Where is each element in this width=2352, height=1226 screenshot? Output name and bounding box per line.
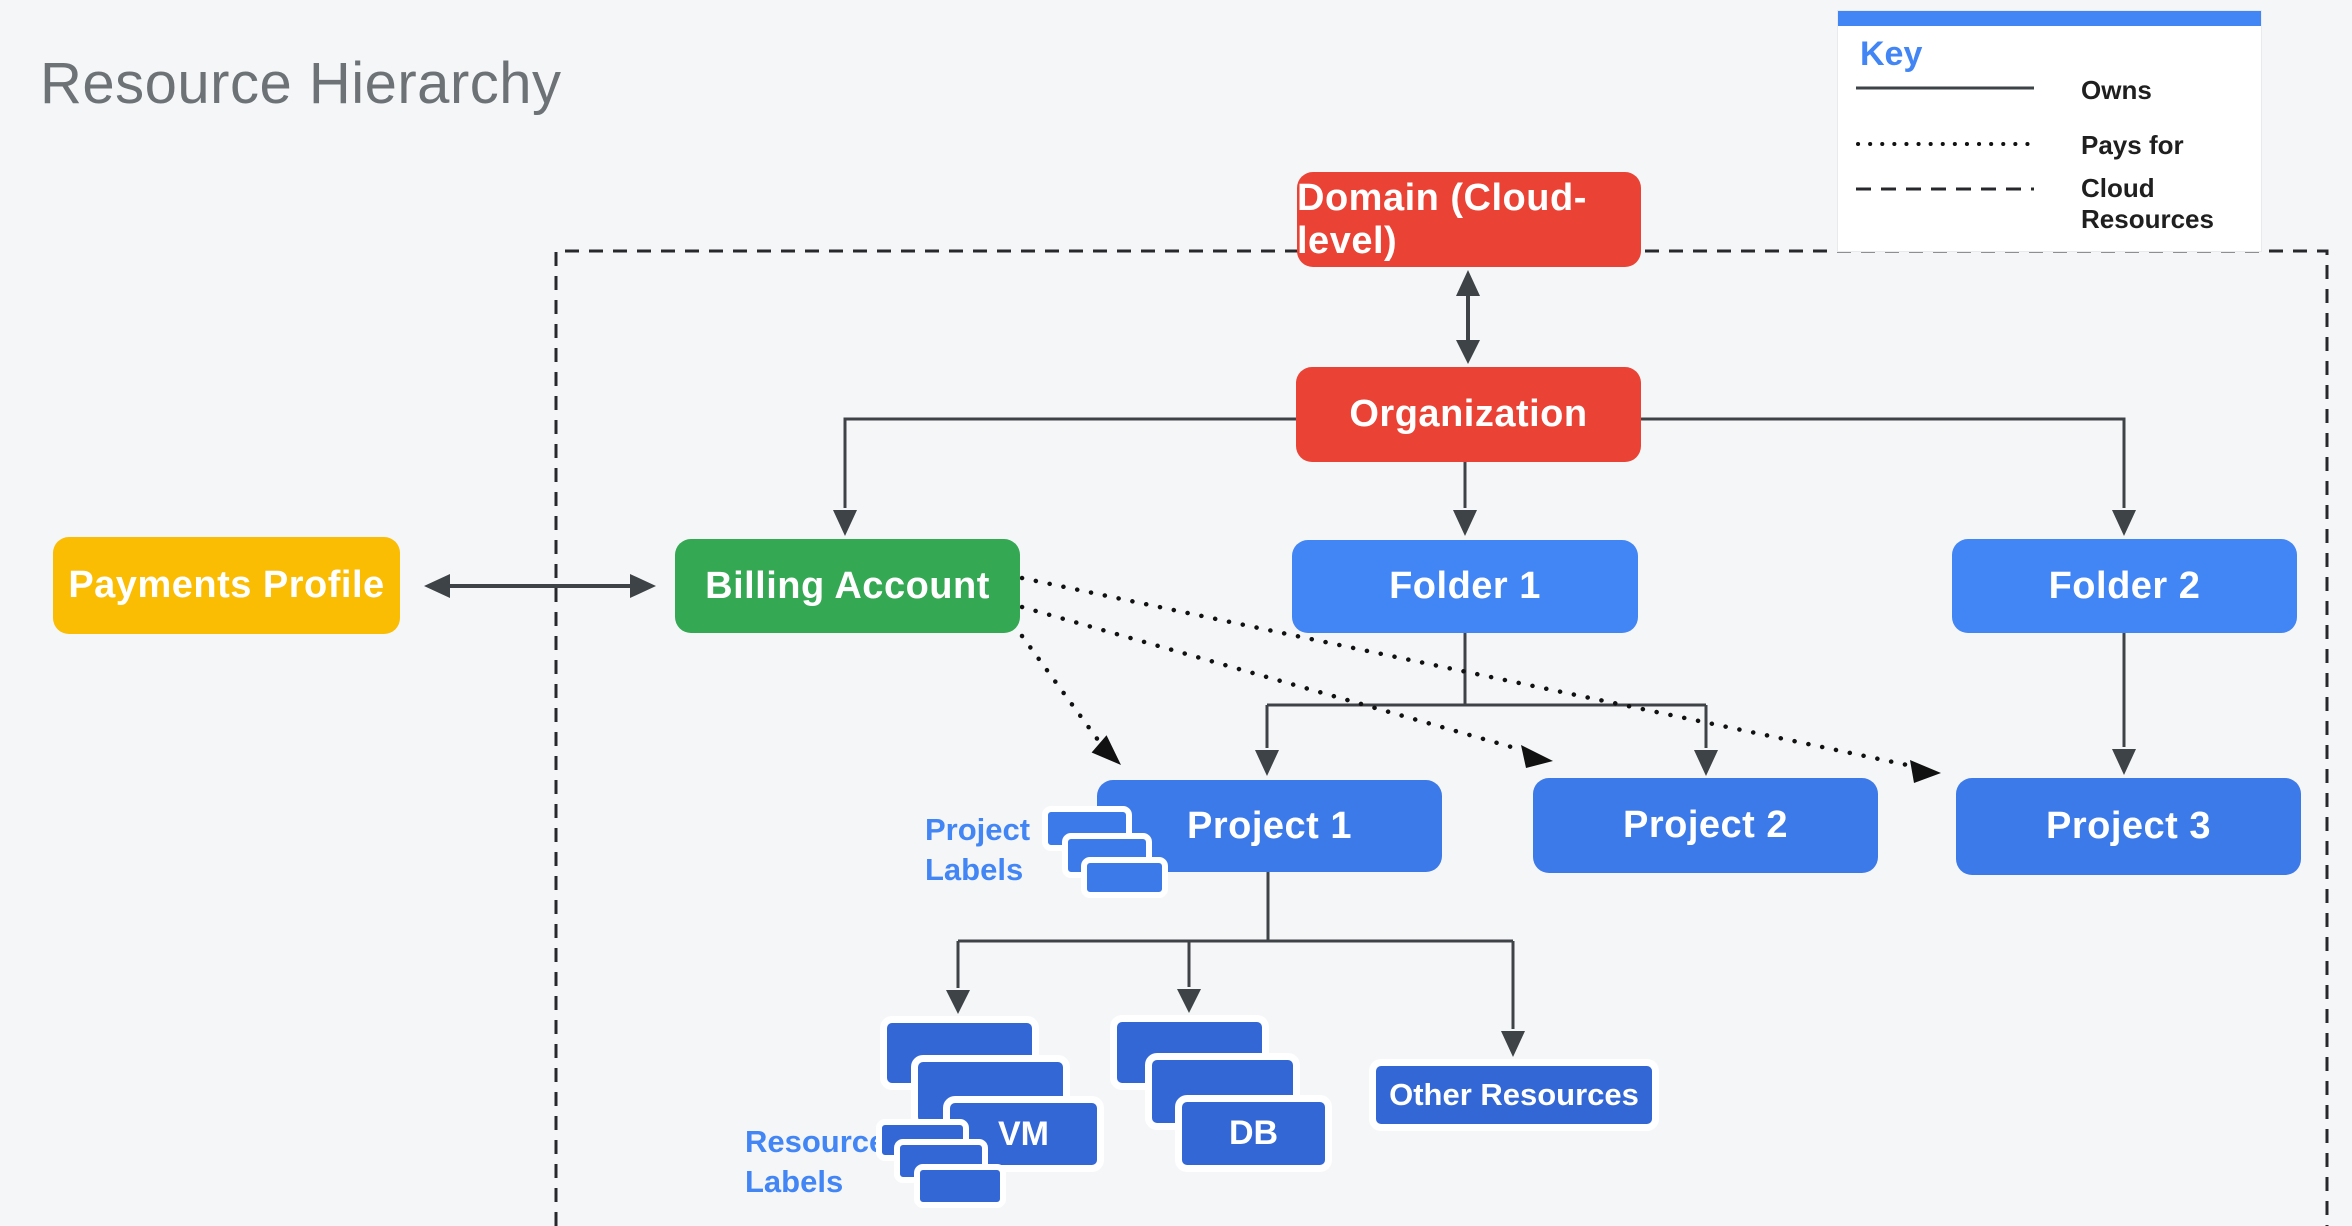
resource-labels-line1: Resource [745, 1124, 887, 1159]
node-other-resources: Other Resources [1369, 1059, 1659, 1131]
arrowhead-down-icon [1255, 750, 1279, 776]
billing-project2-paysfor-link [1019, 604, 1525, 753]
organization-folder2-link [1641, 417, 2126, 508]
node-project-1: Project 1 [1097, 780, 1442, 872]
node-folder-2-label: Folder 2 [2048, 564, 2201, 607]
project-labels-line2: Labels [925, 852, 1024, 887]
node-db-label: DB [1228, 1114, 1279, 1152]
node-payments-profile: Payments Profile [53, 537, 400, 634]
node-other-resources-label: Other Resources [1389, 1077, 1639, 1112]
node-db: DB [1175, 1095, 1332, 1172]
folder1-projects-link [1265, 633, 1708, 748]
node-organization-label: Organization [1349, 393, 1588, 435]
node-folder-1: Folder 1 [1292, 540, 1638, 633]
arrowhead-down-icon [946, 990, 970, 1014]
project1-resources-link [956, 872, 1515, 1029]
arrowhead-down-icon [1694, 750, 1718, 776]
legend-dashed-line-icon [1856, 187, 2034, 191]
node-project-2: Project 2 [1533, 778, 1878, 873]
arrowhead-up-icon [1456, 270, 1480, 296]
legend-panel: Key Owns Pays for Cloud Resources [1837, 10, 2262, 252]
resource-labels-annotation: Resource Labels [745, 1122, 886, 1202]
arrowhead-down-icon [2112, 749, 2136, 775]
organization-billing-link [843, 417, 1296, 508]
node-project-2-label: Project 2 [1622, 804, 1789, 846]
legend-label-pays-for: Pays for [2081, 130, 2184, 160]
arrowhead-down-icon [1456, 340, 1480, 364]
project-label-stack-box [1081, 857, 1168, 898]
legend-accent-bar [1838, 11, 2261, 26]
arrowhead-down-icon [2112, 510, 2136, 536]
legend-label-cloud-resources: Cloud Resources [2081, 173, 2214, 234]
arrowhead-left-icon [424, 574, 450, 598]
arrowhead-down-icon [833, 510, 857, 536]
billing-project1-paysfor-link [1019, 633, 1101, 743]
dotted-arrowhead-icon [1521, 745, 1553, 768]
node-payments-profile-label: Payments Profile [68, 564, 385, 606]
project-labels-annotation: Project Labels [925, 810, 1030, 890]
node-vm-label: VM [998, 1114, 1049, 1153]
node-organization: Organization [1296, 367, 1641, 462]
legend-label-owns: Owns [2081, 75, 2152, 105]
dotted-arrowhead-icon [1091, 735, 1121, 765]
dotted-arrowhead-icon [1910, 760, 1941, 783]
node-project-1-label: Project 1 [1186, 804, 1353, 847]
node-billing-account-label: Billing Account [705, 564, 990, 607]
arrowhead-right-icon [630, 574, 656, 598]
node-billing-account: Billing Account [675, 539, 1020, 633]
node-project-3-label: Project 3 [2045, 805, 2212, 847]
arrowhead-down-icon [1177, 989, 1201, 1013]
legend-solid-line-icon [1856, 86, 2034, 90]
resource-labels-line2: Labels [745, 1164, 844, 1199]
node-folder-1-label: Folder 1 [1389, 565, 1541, 607]
arrowhead-down-icon [1453, 510, 1477, 536]
node-domain: Domain (Cloud-level) [1297, 172, 1641, 267]
legend-dotted-line-icon [1856, 142, 2034, 146]
page-title: Resource Hierarchy [40, 51, 562, 116]
arrowhead-down-icon [1501, 1031, 1525, 1057]
node-domain-label: Domain (Cloud-level) [1297, 176, 1587, 262]
node-folder-2: Folder 2 [1952, 539, 2297, 633]
legend-heading: Key [1860, 35, 1923, 73]
project-labels-line1: Project [925, 812, 1031, 847]
node-project-3: Project 3 [1956, 778, 2301, 875]
resource-label-stack-box [914, 1164, 1006, 1208]
